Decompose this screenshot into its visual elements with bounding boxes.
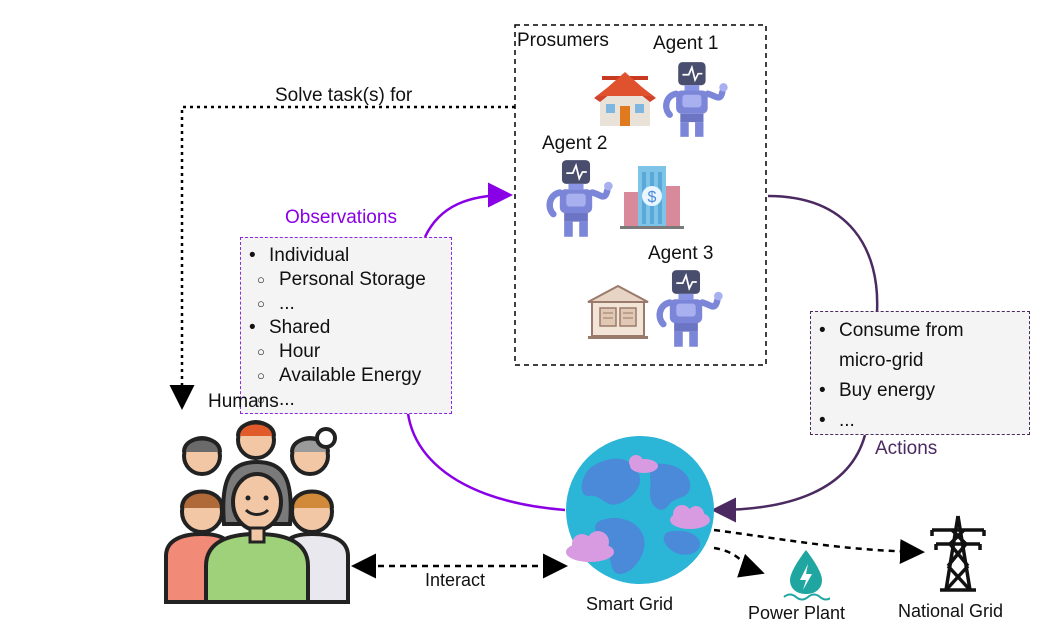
actions-box: Consume from micro-grid Buy energy ... xyxy=(810,311,1030,436)
water-drop-icon xyxy=(790,550,822,594)
list-item: Available Energy xyxy=(241,364,451,388)
smart-grid-label: Smart Grid xyxy=(586,594,674,614)
observations-label: Observations xyxy=(285,207,397,228)
list-item: micro-grid xyxy=(839,350,924,371)
list-item: ... xyxy=(811,406,1029,436)
library-building-icon xyxy=(587,284,649,339)
prosumers-label: Prosumers xyxy=(517,30,609,51)
interact-label: Interact xyxy=(425,570,486,590)
list-item: Buy energy xyxy=(811,376,1029,406)
robot-icon xyxy=(656,60,732,140)
observations-box: Individual Personal Storage ... Shared H… xyxy=(240,237,452,414)
humans-label: Humans xyxy=(208,391,279,412)
list-item: Hour xyxy=(241,340,451,364)
prosumers-box xyxy=(514,24,767,366)
power-tower-icon xyxy=(930,515,986,592)
solve-task-label: Solve task(s) for xyxy=(275,85,413,106)
people-group-icon xyxy=(164,420,350,604)
list-item: ... xyxy=(241,388,451,412)
robot-icon xyxy=(646,268,726,350)
list-item: Consume from xyxy=(811,316,1029,346)
to-power-plant-arrow xyxy=(713,546,765,578)
to-national-grid-arrow xyxy=(713,528,925,564)
robot-icon xyxy=(536,158,616,240)
power-plant-label: Power Plant xyxy=(748,603,846,623)
svg-text:$: $ xyxy=(648,189,657,206)
list-item: Individual xyxy=(241,244,451,268)
national-grid-label: National Grid xyxy=(898,601,1004,621)
agent3-label: Agent 3 xyxy=(648,243,714,264)
water-waves-icon xyxy=(783,593,830,601)
office-building-icon: $ xyxy=(620,166,684,229)
list-item: Personal Storage xyxy=(241,268,451,292)
globe-icon xyxy=(566,436,714,584)
list-item: ... xyxy=(241,292,451,316)
house-icon xyxy=(594,72,656,126)
agent1-label: Agent 1 xyxy=(653,33,719,54)
actions-arrow xyxy=(716,194,879,510)
list-item: Shared xyxy=(241,316,451,340)
agent2-label: Agent 2 xyxy=(542,133,608,154)
actions-label: Actions xyxy=(875,438,938,459)
